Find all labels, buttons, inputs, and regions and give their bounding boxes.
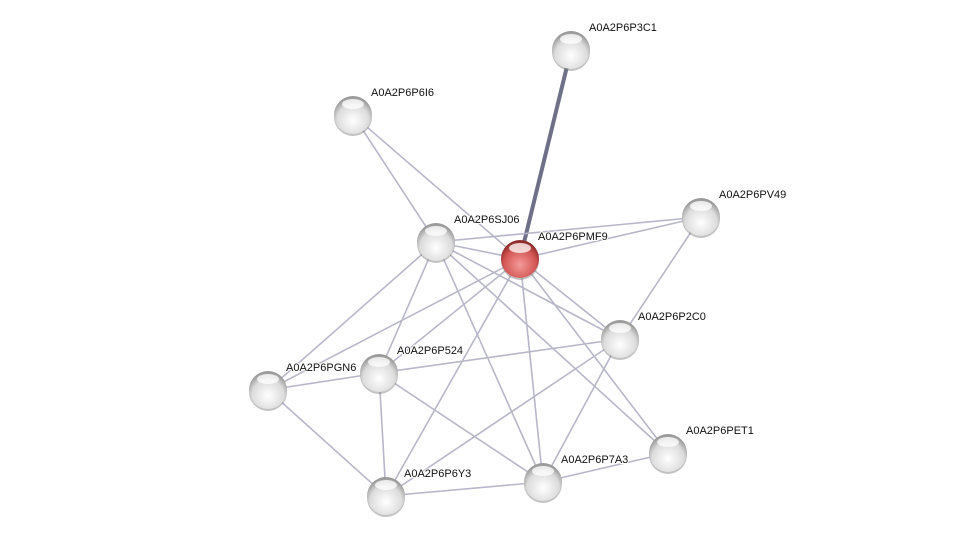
edge-A0A2P6SJ06-A0A2P6P2C0[interactable] [435,241,621,340]
node-A0A2P6PV49[interactable]: A0A2P6PV49 [682,188,787,238]
node-label[interactable]: A0A2P6P7A3 [560,453,629,467]
edge-A0A2P6PMF9-A0A2P6P524[interactable] [378,258,521,374]
node-A0A2P6PET1[interactable]: A0A2P6PET1 [649,424,755,474]
edge-A0A2P6PMF9-A0A2P6P7A3[interactable] [519,258,544,483]
edge-A0A2P6PMF9-A0A2P6PV49[interactable] [519,216,702,260]
node-highlight [657,437,679,447]
edge-A0A2P6PV49-A0A2P6P2C0[interactable] [619,216,702,340]
node-highlight [375,480,397,490]
node-A0A2P6P2C0[interactable]: A0A2P6P2C0 [601,310,707,360]
node-A0A2P6SJ06[interactable]: A0A2P6SJ06 [417,213,520,263]
node-highlight [690,201,712,211]
node-label[interactable]: A0A2P6P3C1 [588,21,658,35]
edge-A0A2P6SJ06-A0A2P6PET1[interactable] [435,241,669,454]
edge-A0A2P6PGN6-A0A2P6P6Y3[interactable] [267,389,387,497]
edge-A0A2P6PMF9-A0A2P6P6Y3[interactable] [385,258,521,497]
node-label[interactable]: A0A2P6P6Y3 [403,467,472,481]
node-label[interactable]: A0A2P6SJ06 [453,213,520,227]
node-highlight [342,99,364,109]
edge-A0A2P6P6I6-A0A2P6PMF9[interactable] [352,114,521,260]
edge-A0A2P6P2C0-A0A2P6P524[interactable] [378,338,621,374]
edge-A0A2P6SJ06-A0A2P6PGN6[interactable] [267,241,437,391]
node-A0A2P6PGN6[interactable]: A0A2P6PGN6 [249,361,357,411]
edge-A0A2P6P524-A0A2P6P6Y3[interactable] [378,372,387,497]
node-label[interactable]: A0A2P6PET1 [685,424,755,438]
edge-A0A2P6SJ06-A0A2P6P7A3[interactable] [435,241,544,483]
edge-A0A2P6SJ06-A0A2P6P524[interactable] [378,241,437,374]
edge-A0A2P6P524-A0A2P6P7A3[interactable] [378,372,544,483]
node-label[interactable]: A0A2P6PMF9 [537,230,609,244]
edge-A0A2P6P7A3-A0A2P6PET1[interactable] [542,452,669,483]
node-label[interactable]: A0A2P6P2C0 [637,310,707,324]
node-highlight [609,323,631,333]
node-A0A2P6P6Y3[interactable]: A0A2P6P6Y3 [367,467,472,517]
edge-A0A2P6PMF9-A0A2P6PGN6[interactable] [267,258,521,391]
edge-A0A2P6P2C0-A0A2P6P6Y3[interactable] [385,338,621,497]
node-highlight [560,34,582,44]
node-label[interactable]: A0A2P6PGN6 [285,361,357,375]
edge-A0A2P6P6I6-A0A2P6SJ06[interactable] [352,114,437,243]
node-A0A2P6P6I6[interactable]: A0A2P6P6I6 [334,86,435,136]
edge-A0A2P6P2C0-A0A2P6P7A3[interactable] [542,338,621,483]
node-A0A2P6P524[interactable]: A0A2P6P524 [360,344,464,394]
node-highlight [368,357,390,367]
node-label[interactable]: A0A2P6P524 [396,344,464,358]
node-label[interactable]: A0A2P6P6I6 [370,86,435,100]
edge-A0A2P6SJ06-A0A2P6PV49[interactable] [435,216,702,243]
node-A0A2P6P7A3[interactable]: A0A2P6P7A3 [524,453,629,503]
node-highlight [509,243,531,253]
node-A0A2P6PMF9[interactable]: A0A2P6PMF9 [501,230,609,280]
node-label[interactable]: A0A2P6PV49 [718,188,787,202]
node-A0A2P6P3C1[interactable]: A0A2P6P3C1 [552,21,658,71]
node-highlight [532,466,554,476]
node-highlight [425,226,447,236]
node-highlight [257,374,279,384]
edge-A0A2P6PMF9-A0A2P6P3C1[interactable] [518,49,573,260]
edge-A0A2P6PMF9-A0A2P6P2C0[interactable] [519,258,621,340]
edge-A0A2P6P6Y3-A0A2P6P7A3[interactable] [385,481,544,497]
